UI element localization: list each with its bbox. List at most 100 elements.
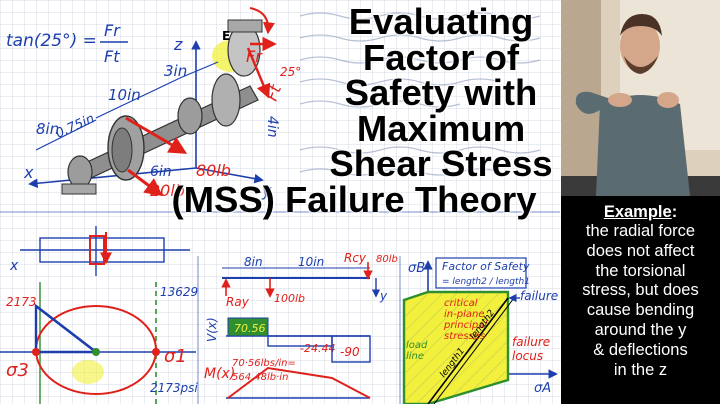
dim-8in: 8in: [36, 120, 59, 138]
photo-hair: [620, 14, 662, 36]
dim-line-10in: [95, 77, 181, 119]
z-axis-label: z: [173, 35, 183, 54]
moment-note1: 70·56lbs/in=: [232, 358, 296, 369]
failure-box: [435, 257, 527, 289]
title-line-3: Safety with: [344, 72, 538, 113]
failure-critical-3: principal: [443, 320, 487, 331]
faint-notes: [299, 12, 541, 176]
shear-value: 70.56: [234, 322, 266, 335]
tan-denominator: Ft: [104, 47, 120, 66]
example-line-5: cause bending: [586, 301, 695, 320]
failure-box-sub: = length2 / length1: [442, 277, 530, 287]
mohr-point-right: [152, 348, 160, 356]
failure-load-label-1: load: [406, 340, 428, 351]
mohr-2173psi: 2173psi: [150, 381, 198, 395]
example-line-1: the radial force: [585, 222, 696, 240]
bearing-left-base: [61, 183, 97, 195]
example-line-2: does not affect: [586, 241, 695, 260]
failure-locus-1: failure: [512, 335, 550, 349]
beam-y-axis: y: [379, 289, 388, 303]
y-axis-label: y: [261, 181, 272, 200]
stress-element-sketch: x: [9, 226, 190, 276]
photo-beard: [624, 56, 658, 74]
beam-rcy: Rcy: [344, 251, 367, 265]
moment-curve: [227, 366, 371, 399]
mohr-radius: [35, 305, 97, 353]
mohr-13629: 13629: [160, 285, 198, 299]
failure-critical-4: stresses: [444, 331, 485, 342]
shear-negative2: [331, 335, 371, 363]
shear-positive: [227, 317, 269, 337]
moment-label: M(x): [204, 366, 235, 382]
failure-locus-2: locus: [512, 349, 543, 363]
example-line-3: the torsional: [595, 261, 686, 280]
beam-ray: Ray: [226, 295, 250, 309]
shaft-sketch: tan(25°) = Fr Ft z x y E 8in: [6, 7, 301, 200]
failure-load-label-2: line: [406, 351, 424, 362]
dim-6in: 6in: [150, 164, 172, 180]
dim-4in: 4in: [264, 116, 280, 138]
tan-numerator: Fr: [104, 21, 121, 40]
dim-10in: 10in: [108, 86, 141, 104]
label-25deg: 25°: [280, 65, 301, 79]
video-title: Evaluating Factor of Safety with Maximum…: [171, 1, 564, 217]
force-arrow-80lb: [125, 116, 188, 154]
mohr-point-center: [92, 348, 100, 356]
mohr-sigma3: σ3: [6, 360, 29, 381]
torque-arrow: [249, 7, 275, 35]
beam-100lb: 100lb: [274, 292, 305, 305]
x-axis-label: x: [23, 163, 34, 182]
force-arrow-ft: [246, 47, 271, 99]
dim-line-3in: [179, 61, 219, 79]
failure-critical-2: in-plane: [444, 309, 484, 320]
photo-arm: [575, 91, 620, 114]
force-80lb: 80lb: [196, 161, 231, 180]
title-line-5: Shear Stress: [329, 143, 553, 184]
title-line-6: (MSS) Failure Theory: [171, 178, 537, 220]
title-line-1: Evaluating: [348, 1, 534, 42]
dim-line-8in: [35, 119, 97, 151]
failure-locus-outline: [402, 290, 510, 404]
bearing-left: [67, 155, 93, 189]
photo-shirt: [596, 95, 690, 196]
example-line-7: & deflections: [593, 340, 688, 359]
shear-neg-value: -24.44: [300, 342, 335, 355]
example-line-8: in the z: [613, 360, 668, 379]
failure-load-line-2: [433, 297, 515, 404]
force-20lb: 20lb: [150, 181, 185, 200]
failure-sigma-a: σA: [534, 381, 551, 396]
beam-10in: 10in: [298, 255, 324, 269]
shear-neg2: -90: [340, 345, 360, 359]
label-fr: Fr: [246, 47, 263, 66]
failure-sigma-b: σB: [408, 261, 425, 276]
failure-critical-1: critical: [444, 298, 478, 309]
title-line-4: Maximum: [356, 107, 526, 149]
pulley-b-face: [111, 127, 133, 173]
mohr-highlight: [72, 360, 104, 384]
failure-locus-hatch: [404, 292, 508, 404]
label-ft: Ft: [262, 82, 285, 104]
mohr-circle: 2173 13629 2173psi σ3 σ1: [0, 282, 198, 404]
title-line-2: Factor of: [362, 36, 520, 78]
mohr-point-left: [32, 348, 40, 356]
shear-label: V(x): [205, 317, 219, 342]
beam-diagram: 8in 10in Rcy 80lb Ray 100lb y V(x) 70.56…: [204, 251, 398, 399]
bearing-right-base: [227, 19, 263, 33]
beam-80lb: 80lb: [376, 254, 398, 265]
failure-diagram: σB σA Factor of Safety = length2 / lengt…: [402, 257, 558, 404]
dim-3in: 3in: [164, 62, 187, 80]
photo-head: [620, 20, 660, 72]
example-line-4: stress, but does: [582, 281, 699, 300]
example-heading-text: Example: [603, 203, 672, 221]
force-arrow-20lb: [127, 168, 163, 197]
failure-label: failure: [520, 289, 558, 303]
example-heading: Example:: [603, 203, 678, 221]
photo-hand-left: [608, 93, 632, 107]
tan-equation-lhs: tan(25°) =: [6, 31, 97, 51]
photo-hand-right: [657, 92, 679, 108]
label-e: E: [222, 29, 230, 43]
y-axis: [195, 167, 264, 184]
beam-8in: 8in: [244, 255, 263, 269]
gear-d: [211, 73, 241, 127]
